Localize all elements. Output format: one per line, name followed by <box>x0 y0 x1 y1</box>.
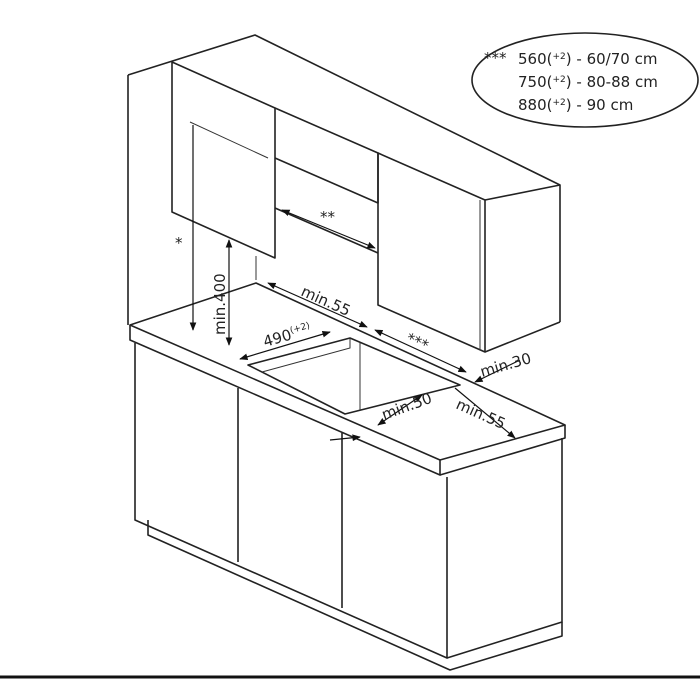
legend-row-1: 560(+2) - 60/70 cm <box>518 50 657 68</box>
legend-row-2: 750(+2) - 80-88 cm <box>518 73 658 91</box>
legend: *** 560(+2) - 60/70 cm 750(+2) - 80-88 c… <box>471 32 699 128</box>
label-min-50: min.50 <box>379 389 434 424</box>
legend-marker: *** <box>484 49 507 67</box>
base-cabinets <box>134 343 563 671</box>
label-min-55-front: min.55 <box>453 395 508 433</box>
dimension-lines <box>189 125 521 442</box>
label-width-marker: *** <box>403 329 431 355</box>
label-cutout: 490(+2) <box>261 320 313 351</box>
label-min-400: min.400 <box>211 273 229 335</box>
label-upper-height: * <box>175 234 183 252</box>
label-min-30: min.30 <box>478 349 533 381</box>
upper-cabinet-left <box>171 61 276 259</box>
label-hood-depth: ** <box>320 208 336 226</box>
legend-row-3: 880(+2) - 90 cm <box>518 96 633 114</box>
label-min-55-back: min.55 <box>298 282 353 320</box>
countertop <box>129 282 566 476</box>
svg-text:490(+2): 490(+2) <box>261 320 313 351</box>
back-wall <box>127 34 561 325</box>
upper-cabinet-right <box>377 152 561 353</box>
